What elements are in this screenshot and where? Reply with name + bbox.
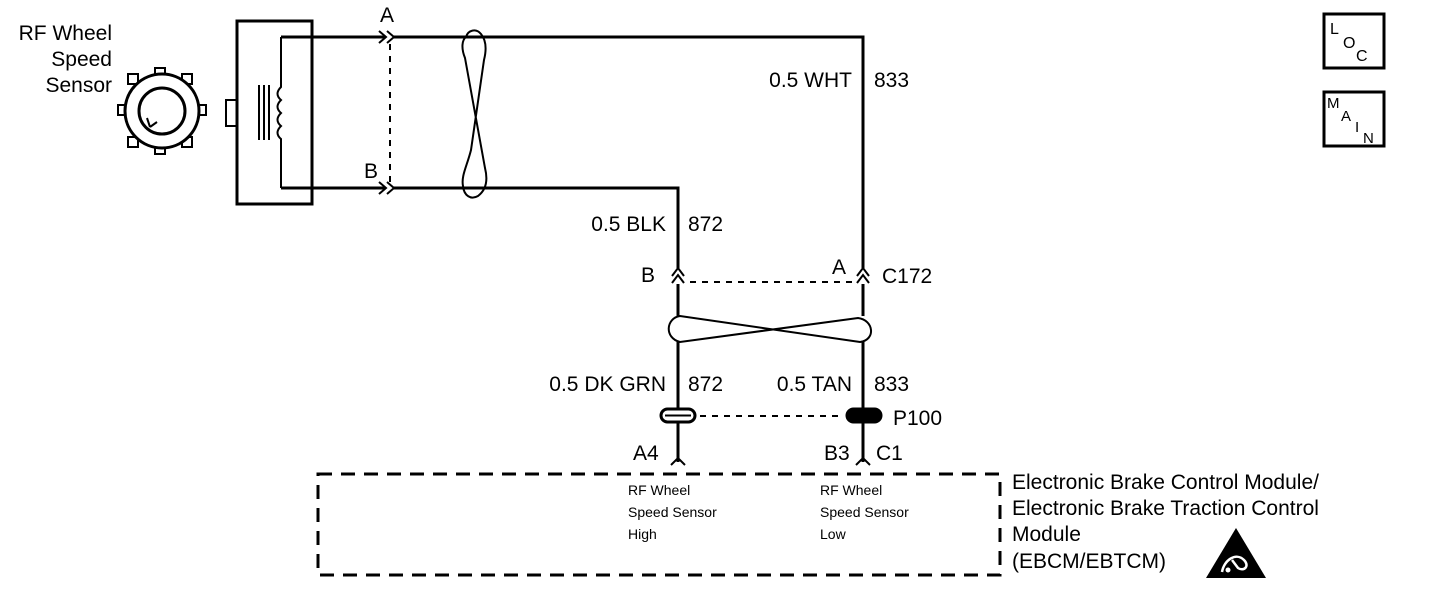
svg-text:Low: Low [820,526,847,542]
svg-text:RF Wheel: RF Wheel [820,482,882,498]
module-title-line-4: (EBCM/EBTCM) [1012,550,1166,573]
wire-833-upper [394,35,865,268]
wire-bottom-right-label: 0.5 TAN [777,373,852,396]
terminal-b-label: B [364,160,378,183]
wire-bottom-left-label: 0.5 DK GRN [549,373,666,396]
wire-bottom-right-circuit: 833 [874,373,909,396]
svg-text:A: A [1341,108,1351,125]
module-title-line-1: Electronic Brake Control Module/ [1012,471,1319,494]
main-legend-icon: M A I N [1322,90,1386,148]
svg-text:O: O [1343,35,1355,52]
wire-top-left-circuit: 872 [688,213,723,236]
wire-top-right-circuit: 833 [874,69,909,92]
svg-text:RF Wheel: RF Wheel [628,482,690,498]
c172-name: C172 [882,265,932,288]
svg-text:C: C [1356,48,1368,65]
svg-text:High: High [628,526,657,542]
svg-text:N: N [1363,130,1374,147]
pin-high-description: RF Wheel Speed Sensor High [628,482,717,542]
module-title-line-2: Electronic Brake Traction Control [1012,497,1319,520]
module-pin-b3: B3 [824,442,850,465]
module-pin-a4: A4 [633,442,659,465]
svg-text:L: L [1330,21,1339,38]
svg-text:I: I [1355,119,1359,136]
module-pin-c1: C1 [876,442,903,465]
tone-wheel-icon [117,67,207,155]
sensor-label-line-1: RF Wheel [19,22,112,45]
p100-right-plug [845,407,883,424]
terminal-a-label: A [380,4,394,27]
wire-872-upper [394,186,680,268]
wire-bottom-left-circuit: 872 [688,373,723,396]
svg-text:Speed Sensor: Speed Sensor [628,504,717,520]
sensor-label: RF Wheel Speed Sensor [19,22,112,97]
pin-low-description: RF Wheel Speed Sensor Low [820,482,909,542]
c172-pin-b: B [641,264,655,287]
svg-text:M: M [1327,95,1340,112]
wire-top-left-label: 0.5 BLK [591,213,666,236]
sensor-body [225,19,314,206]
c172-pin-a: A [832,256,846,279]
esd-warning-icon [1206,528,1266,578]
c172-pin-a-chevron [856,266,870,284]
sensor-label-line-3: Sensor [45,74,112,97]
module-title: Electronic Brake Control Module/ Electro… [1012,471,1319,573]
svg-text:Speed Sensor: Speed Sensor [820,504,909,520]
wire-top-right-label: 0.5 WHT [769,69,852,92]
module-pin-a4-chevron [670,456,686,466]
p100-name: P100 [893,407,942,430]
sensor-label-line-2: Speed [51,48,112,71]
module-pin-b3-chevron [855,456,871,466]
c172-pin-b-chevron [671,266,685,284]
twisted-pair-upper-icon [461,29,488,199]
loc-legend-icon: L O C [1322,12,1386,70]
twisted-pair-lower-icon [667,314,872,344]
module-title-line-3: Module [1012,523,1081,546]
